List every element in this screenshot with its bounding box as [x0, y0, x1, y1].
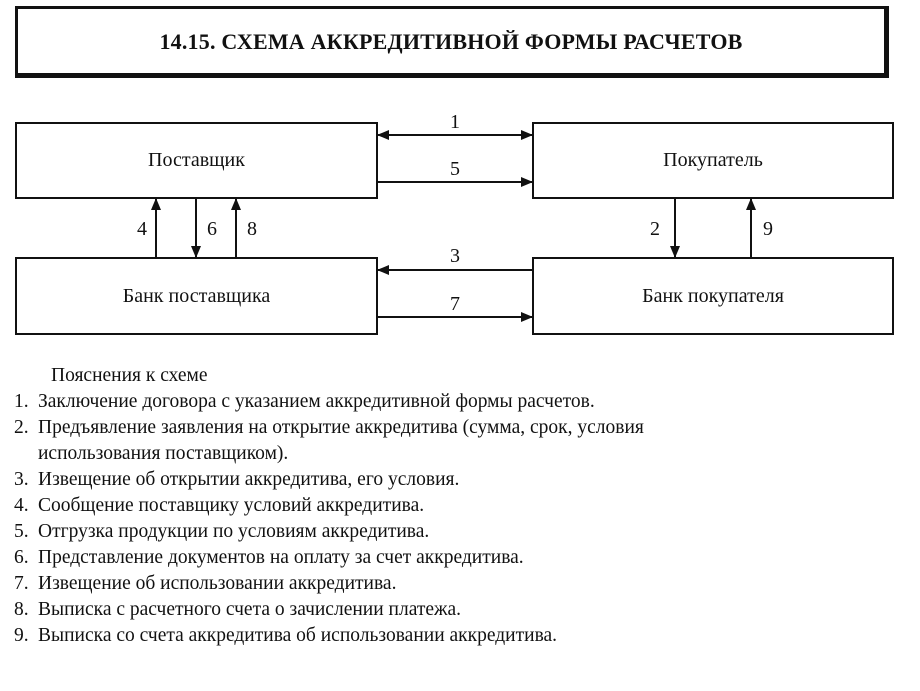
legend-item-text: использования поставщиком). [38, 443, 289, 464]
title-frame: 14.15. СХЕМА АККРЕДИТИВНОЙ ФОРМЫ РАСЧЕТО… [15, 6, 889, 78]
legend-item-number: 3. [14, 469, 29, 490]
flow-label-5: 5 [450, 158, 460, 180]
flow-label-3: 3 [450, 245, 460, 267]
legend-item: 8. Выписка с расчетного счета о зачислен… [14, 597, 644, 623]
node-buyer-label: Покупатель [663, 149, 763, 171]
flow-label-6: 6 [207, 218, 217, 240]
node-supplier-bank-label: Банк поставщика [122, 284, 271, 307]
legend-item-number: 5. [14, 521, 29, 542]
legend-item-number: 8. [14, 599, 29, 620]
legend-item: 4. Сообщение поставщику условий аккредит… [14, 493, 644, 519]
legend-item: 2. Предъявление заявления на открытие ак… [14, 415, 644, 467]
legend-item-number: 2. [14, 417, 29, 438]
legend-item-text: Сообщение поставщику условий аккредитива… [38, 495, 425, 516]
legend-item-text: Выписка с расчетного счета о зачислении … [38, 599, 462, 620]
node-supplier-bank: Банк поставщика [15, 257, 378, 335]
legend-item: 5. Отгрузка продукции по условиям аккред… [14, 519, 644, 545]
legend-item-text: Заключение договора с указанием аккредит… [38, 391, 595, 412]
node-supplier-label: Поставщик [148, 149, 245, 171]
legend-item: 3. Извещение об открытии аккредитива, ег… [14, 467, 644, 493]
legend-item-text: Отгрузка продукции по условиям аккредити… [38, 521, 430, 542]
flow-label-1: 1 [450, 111, 460, 133]
legend-item: 1. Заключение договора с указанием аккре… [14, 389, 644, 415]
legend-item-number: 4. [14, 495, 29, 516]
legend-item-text: Выписка со счета аккредитива об использо… [38, 625, 558, 646]
node-buyer-bank: Банк покупателя [532, 257, 894, 335]
legend: Пояснения к схеме 1. Заключение договора… [14, 363, 644, 649]
legend-item: 7. Извещение об использовании аккредитив… [14, 571, 644, 597]
legend-item-text: Предъявление заявления на открытие аккре… [38, 417, 644, 438]
node-supplier: Поставщик [15, 122, 378, 199]
flow-label-2: 2 [650, 218, 660, 240]
legend-item: 6. Представление документов на оплату за… [14, 545, 644, 571]
legend-item-text: Представление документов на оплату за сч… [38, 547, 524, 568]
node-buyer-bank-label: Банк покупателя [642, 284, 784, 307]
legend-title: Пояснения к схеме [51, 365, 208, 386]
flow-label-9: 9 [763, 218, 773, 240]
legend-item-text: Извещение об открытии аккредитива, его у… [38, 469, 460, 490]
legend-item-number: 1. [14, 391, 29, 412]
node-buyer: Покупатель [532, 122, 894, 199]
legend-item: 9. Выписка со счета аккредитива об испол… [14, 623, 644, 649]
legend-item-number: 6. [14, 547, 29, 568]
legend-item-number: 7. [14, 573, 29, 594]
diagram-title: 14.15. СХЕМА АККРЕДИТИВНОЙ ФОРМЫ РАСЧЕТО… [159, 29, 743, 54]
legend-item-text: Извещение об использовании аккредитива. [38, 573, 397, 594]
legend-item-number: 9. [14, 625, 29, 646]
flow-label-8: 8 [247, 218, 257, 240]
flow-label-4: 4 [137, 218, 147, 240]
flow-label-7: 7 [450, 293, 460, 315]
